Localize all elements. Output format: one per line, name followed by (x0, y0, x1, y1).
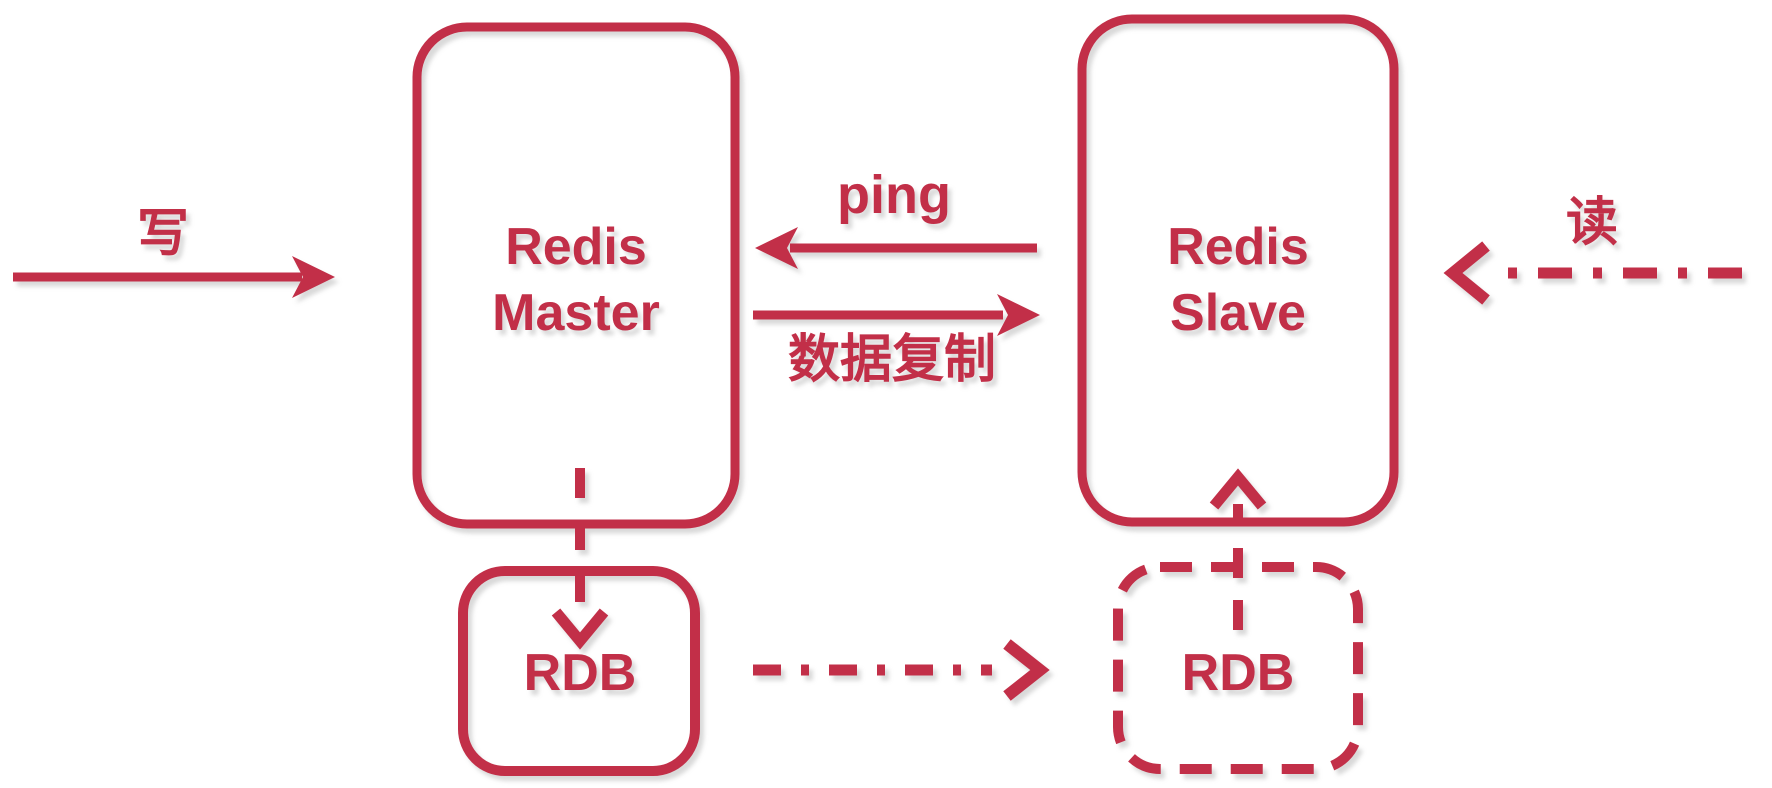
rdb-slave-node: RDB (1113, 562, 1363, 774)
ping-arrow-label: ping (837, 165, 951, 225)
slave-node-label-line1: Redis (1167, 218, 1309, 276)
rdb-to-rdb-arrowhead-icon (1003, 639, 1050, 701)
replication-arrowhead-icon (997, 294, 1040, 336)
write-arrowhead-icon (292, 256, 335, 298)
master-to-rdb-arrow (551, 468, 609, 650)
rdb-to-slave-arrowhead-icon (1209, 468, 1267, 510)
ping-arrowhead-icon (755, 227, 798, 269)
slave-node: Redis Slave (1077, 14, 1399, 527)
rdb-master-node: RDB (458, 566, 700, 776)
rdb-master-node-border (458, 566, 700, 776)
read-arrow-label: 读 (1566, 194, 1618, 252)
rdb-to-slave-arrow (1209, 468, 1267, 630)
master-to-rdb-arrowhead-icon (551, 608, 609, 650)
read-arrow: 读 (1443, 194, 1742, 305)
master-node-label-line2: Master (492, 284, 660, 342)
master-node: Redis Master (412, 22, 740, 529)
slave-node-label-line2: Slave (1170, 284, 1306, 342)
write-arrow-label: 写 (137, 205, 189, 263)
ping-arrow: ping (755, 165, 1037, 269)
read-arrowhead-icon (1443, 241, 1490, 305)
write-arrow: 写 (13, 205, 335, 298)
replication-arrow-label: 数据复制 (788, 331, 996, 389)
rdb-to-rdb-arrow (753, 639, 1050, 701)
replication-arrow: 数据复制 (753, 294, 1040, 389)
rdb-slave-node-label: RDB (1182, 644, 1295, 702)
rdb-master-node-label: RDB (524, 644, 637, 702)
master-node-label-line1: Redis (505, 218, 647, 276)
